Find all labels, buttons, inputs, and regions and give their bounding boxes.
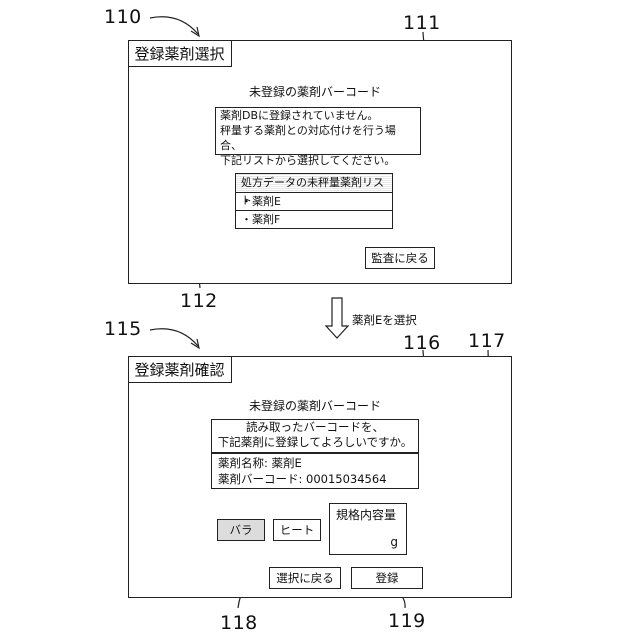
screen-heading: 未登録の薬剤バーコード xyxy=(249,83,381,100)
screen-registered-drug-confirmation: 登録薬剤確認 未登録の薬剤バーコード 読み取ったバーコードを、 下記薬剤に登録し… xyxy=(128,356,512,598)
message-line: 秤量する薬剤との対応付けを行う場合、 xyxy=(220,123,416,153)
ref-117: 117 xyxy=(468,330,506,352)
confirm-message-box: 読み取ったバーコードを、 下記薬剤に登録してよろしいですか。 xyxy=(211,419,419,453)
ref-116: 116 xyxy=(403,332,441,354)
list-item-drug-e[interactable]: ・薬剤E xyxy=(236,192,392,210)
ref-111: 111 xyxy=(403,12,441,34)
back-to-audit-button[interactable]: 監査に戻る xyxy=(365,247,435,269)
ref-112: 112 xyxy=(180,290,218,312)
register-button[interactable]: 登録 xyxy=(351,567,423,589)
message-line: 薬剤DBに登録されていません。 xyxy=(220,108,416,123)
screen-title: 登録薬剤確認 xyxy=(128,356,232,383)
message-line: 下記リストから選択してください。 xyxy=(220,153,416,168)
back-to-selection-button[interactable]: 選択に戻る xyxy=(269,567,341,589)
message-line: 下記薬剤に登録してよろしいですか。 xyxy=(212,435,418,450)
ref-110: 110 xyxy=(104,6,142,28)
ref-118: 118 xyxy=(220,612,258,634)
drug-name-line: 薬剤名称: 薬剤E xyxy=(218,455,412,471)
drug-info-box: 薬剤名称: 薬剤E 薬剤バーコード: 00015034564 xyxy=(211,453,419,489)
capacity-unit: g xyxy=(390,535,398,550)
message-line: 読み取ったバーコードを、 xyxy=(212,420,418,435)
screen-registered-drug-selection: 登録薬剤選択 未登録の薬剤バーコード 薬剤DBに登録されていません。 秤量する薬… xyxy=(128,40,512,284)
list-header: 処方データの未秤量薬剤リスト xyxy=(236,174,392,192)
capacity-box[interactable]: 規格内容量 g xyxy=(329,503,407,555)
heat-button[interactable]: ヒート xyxy=(273,519,321,541)
list-item-drug-f[interactable]: ・薬剤F xyxy=(236,210,392,228)
unweighed-drug-list: 処方データの未秤量薬剤リスト ・薬剤E ・薬剤F xyxy=(235,173,393,229)
capacity-label: 規格内容量 xyxy=(336,508,396,523)
ref-119: 119 xyxy=(388,610,426,632)
message-box: 薬剤DBに登録されていません。 秤量する薬剤との対応付けを行う場合、 下記リスト… xyxy=(215,107,421,155)
ref-115: 115 xyxy=(104,318,142,340)
bara-button[interactable]: バラ xyxy=(217,519,265,541)
screen-title: 登録薬剤選択 xyxy=(128,40,232,67)
screen-heading: 未登録の薬剤バーコード xyxy=(249,397,381,414)
drug-barcode-line: 薬剤バーコード: 00015034564 xyxy=(218,471,412,487)
transition-label: 薬剤Eを選択 xyxy=(352,312,417,328)
